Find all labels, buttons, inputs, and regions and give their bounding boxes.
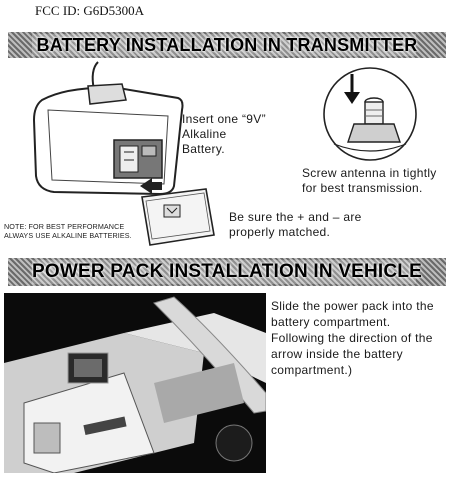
instruction-line: arrow inside the battery <box>271 347 403 361</box>
antenna-illustration <box>323 67 417 161</box>
power-pack-instructions: Slide the power pack into the battery co… <box>271 298 434 378</box>
note-line: NOTE: FOR BEST PERFORMANCE <box>4 222 125 231</box>
section-title-power-pack: POWER PACK INSTALLATION IN VEHICLE <box>32 261 422 282</box>
insert-line: Battery. <box>182 142 225 156</box>
alkaline-note: NOTE: FOR BEST PERFORMANCE ALWAYS USE AL… <box>4 222 132 240</box>
banner-highlight <box>32 34 416 56</box>
antenna-line: for best transmission. <box>302 181 423 195</box>
battery-installation-banner: BATTERY INSTALLATION IN TRANSMITTER <box>8 32 446 58</box>
insert-battery-text: Insert one “9V” Alkaline Battery. <box>182 112 266 157</box>
note-line: ALWAYS USE ALKALINE BATTERIES. <box>4 231 132 240</box>
antenna-line: Screw antenna in tightly <box>302 166 437 180</box>
battery-door-illustration <box>141 188 215 246</box>
instruction-line: battery compartment. <box>271 315 391 329</box>
instruction-line: Following the direction of the <box>271 331 433 345</box>
polarity-line: Be sure the + and – are <box>229 210 362 224</box>
antenna-text: Screw antenna in tightly for best transm… <box>302 166 437 196</box>
transmitter-illustration <box>32 61 184 196</box>
insert-line: Alkaline <box>182 127 227 141</box>
section-title-battery: BATTERY INSTALLATION IN TRANSMITTER <box>36 34 418 55</box>
fcc-id-label: FCC ID: G6D5300A <box>35 3 145 18</box>
instruction-line: compartment.) <box>271 363 353 377</box>
instruction-line: Slide the power pack into the <box>271 299 434 313</box>
banner-highlight <box>32 260 416 284</box>
vehicle-photo-drawing <box>4 293 266 473</box>
insert-line: Insert one “9V” <box>182 112 266 126</box>
vehicle-power-pack-photo <box>4 293 266 473</box>
polarity-text: Be sure the + and – are properly matched… <box>229 210 362 240</box>
polarity-line: properly matched. <box>229 225 331 239</box>
power-pack-banner: POWER PACK INSTALLATION IN VEHICLE <box>8 258 446 286</box>
